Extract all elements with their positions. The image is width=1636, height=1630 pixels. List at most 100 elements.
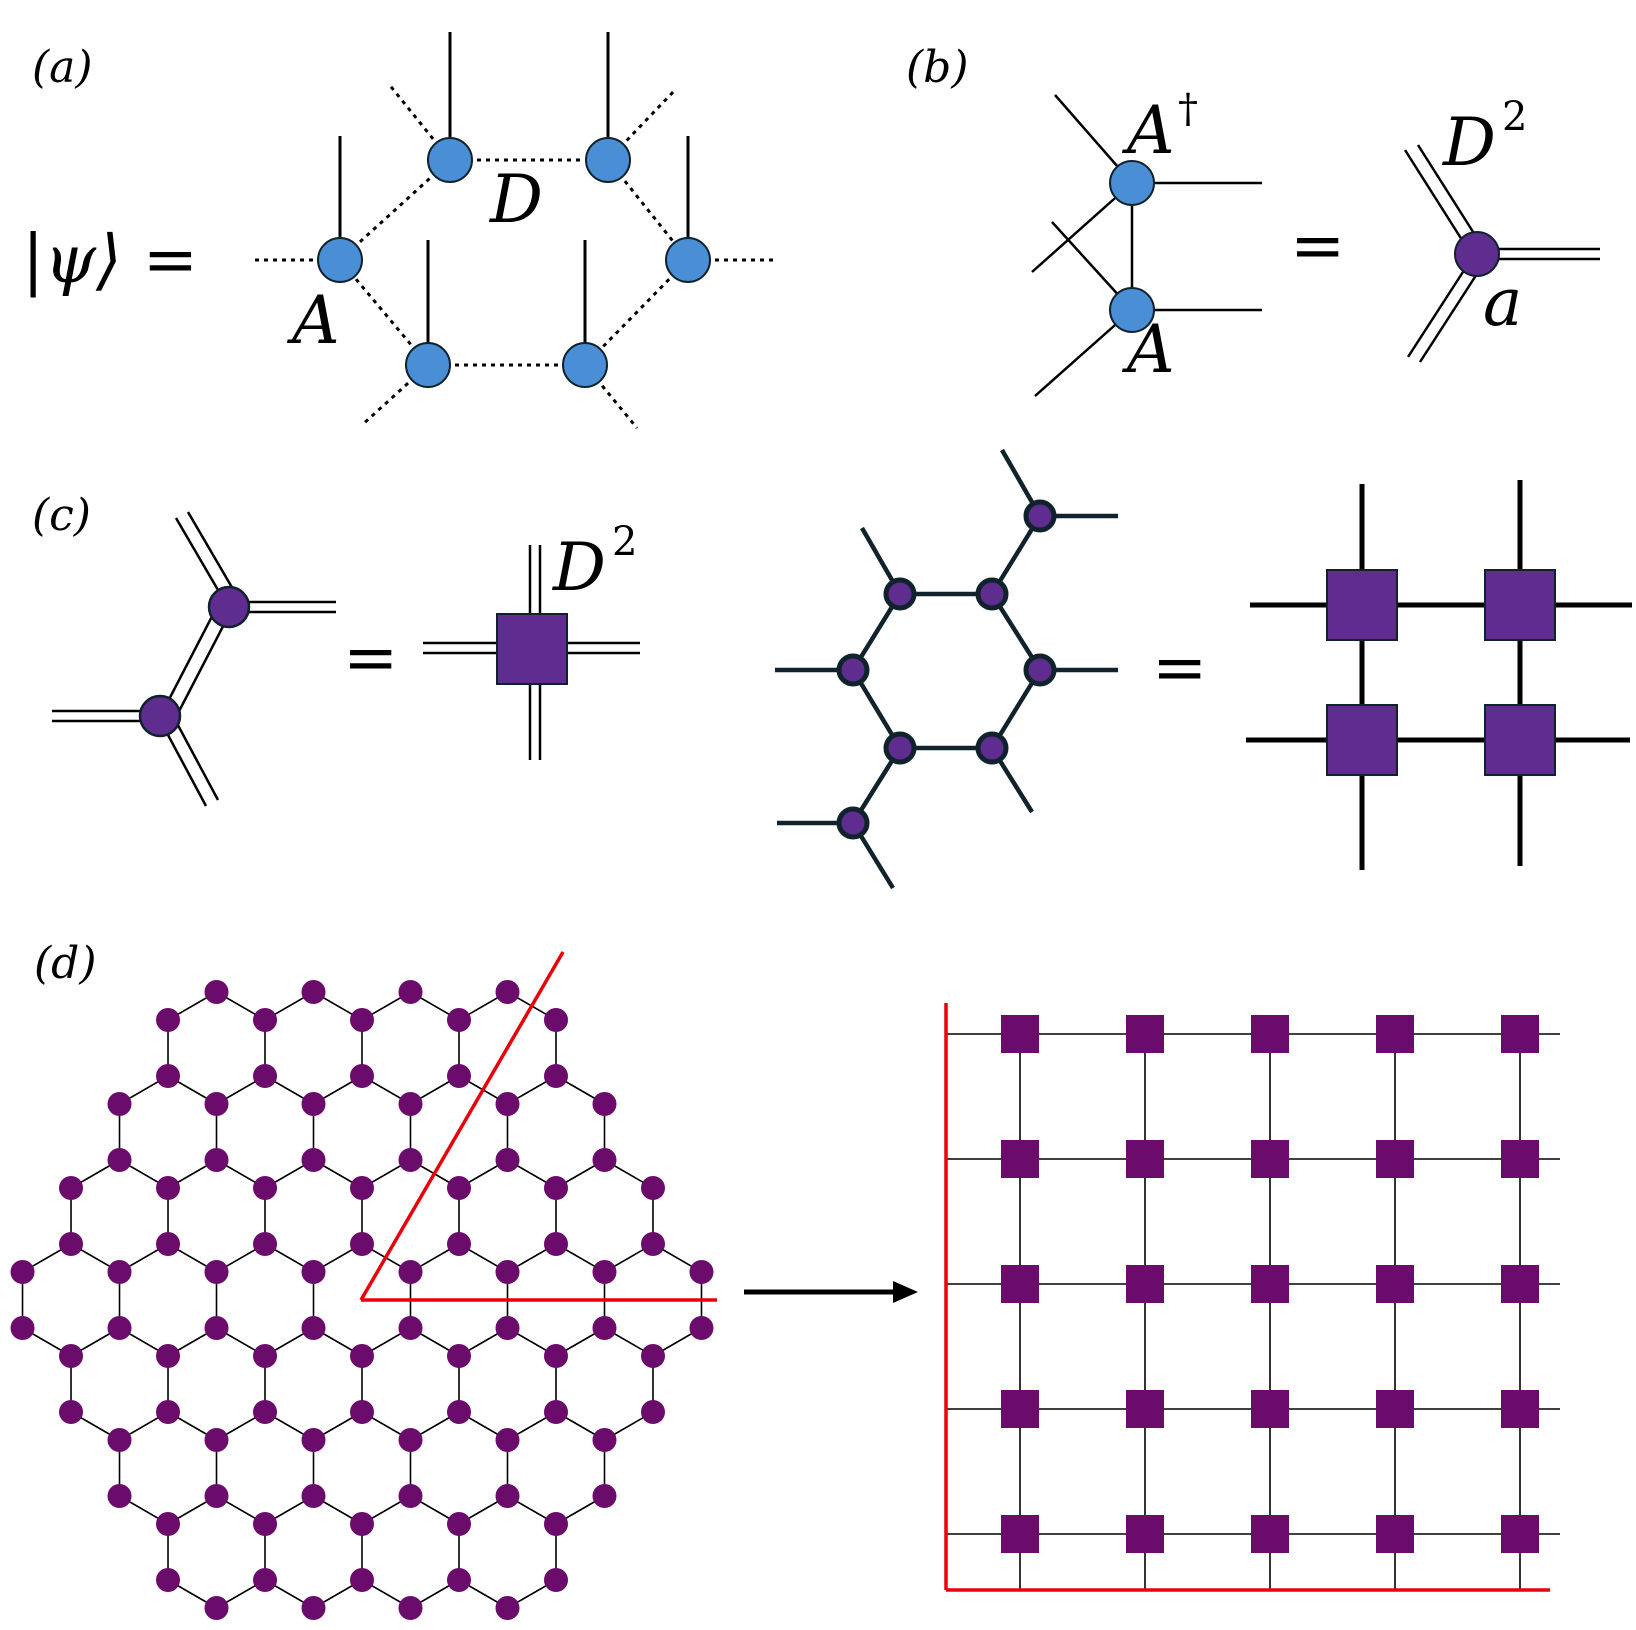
panel-d: (d) — [10, 938, 1560, 1620]
equals-sign-c2: = — [1152, 629, 1207, 706]
lattice-site — [543, 1176, 568, 1200]
grid-square-tensor — [1126, 1015, 1164, 1053]
lattice-site — [689, 1316, 714, 1340]
lattice-site — [592, 1092, 617, 1116]
lattice-site — [253, 1008, 278, 1032]
lattice-site — [543, 1400, 568, 1424]
lattice-site — [301, 980, 326, 1004]
lattice-site — [398, 1092, 423, 1116]
lattice-site — [592, 1428, 617, 1452]
lattice-site — [495, 1484, 520, 1508]
square-tensor — [1326, 704, 1398, 776]
equals-sign-c1: = — [343, 619, 398, 696]
tensor-A-dagger-node — [1109, 160, 1155, 206]
lattice-site — [59, 1232, 84, 1256]
lattice-site — [301, 1428, 326, 1452]
lattice-site — [107, 1484, 132, 1508]
panel-c-label: (c) — [32, 490, 91, 541]
lattice-site — [495, 1260, 520, 1284]
lattice-site — [446, 1232, 471, 1256]
lattice-site — [592, 1316, 617, 1340]
lattice-site — [350, 1232, 374, 1256]
bond-D-label: D — [489, 161, 543, 238]
lattice-site — [446, 1344, 471, 1368]
lattice-site — [543, 1512, 568, 1536]
lattice-site — [59, 1176, 84, 1200]
tensor-A-label: A — [286, 282, 340, 359]
lattice-site — [107, 1092, 132, 1116]
square-grid-lines — [946, 1033, 1560, 1590]
grid-square-tensor — [1376, 1390, 1414, 1428]
tensor-a-node — [138, 694, 182, 738]
panel-a-label: (a) — [32, 42, 93, 93]
grid-square-tensor — [1251, 1390, 1289, 1428]
lattice-site — [156, 1400, 181, 1424]
lattice-site — [253, 1064, 278, 1088]
lattice-site — [592, 1484, 617, 1508]
lattice-site — [10, 1316, 35, 1340]
lattice-site — [495, 1596, 520, 1620]
grid-square-tensor — [1376, 1265, 1414, 1303]
tensor-a-node — [1454, 231, 1500, 277]
lattice-site — [398, 1484, 423, 1508]
lattice-site — [398, 1260, 423, 1284]
tensor-A-b-label: A — [1121, 311, 1175, 388]
lattice-site — [446, 1400, 471, 1424]
double-layer-hexagon-bonds — [775, 448, 1118, 890]
lattice-site — [350, 1176, 374, 1200]
tensor-node — [836, 806, 870, 840]
tensor-node — [883, 731, 917, 765]
lattice-site — [495, 980, 520, 1004]
lattice-site — [446, 1064, 471, 1088]
grid-square-tensor — [1501, 1265, 1539, 1303]
lattice-site — [543, 1568, 568, 1592]
square-lattice-bonds — [1246, 480, 1632, 870]
grid-square-tensor — [1376, 1140, 1414, 1178]
lattice-site — [446, 1512, 471, 1536]
tensor-node — [665, 237, 711, 283]
lattice-site — [640, 1232, 665, 1256]
two-site-merge — [52, 511, 336, 807]
grid-square-tensor — [1126, 1265, 1164, 1303]
lattice-site — [350, 1064, 374, 1088]
tensor-a-label: a — [1483, 264, 1522, 341]
lattice-site — [350, 1400, 374, 1424]
lattice-site — [446, 1176, 471, 1200]
tensor-node — [405, 342, 451, 388]
honeycomb-lattice-nodes — [10, 980, 714, 1620]
lattice-site — [640, 1176, 665, 1200]
lattice-site — [495, 1316, 520, 1340]
lattice-site — [156, 1512, 181, 1536]
lattice-site — [592, 1148, 617, 1172]
grid-boundary-lines — [944, 1003, 1550, 1592]
panel-b: (b) A † A = D 2 a — [906, 42, 1600, 397]
grid-square-tensor — [1001, 1515, 1039, 1553]
lattice-site — [204, 1316, 229, 1340]
tensor-node — [427, 137, 473, 183]
grid-square-tensor — [1251, 1015, 1289, 1053]
lattice-site — [107, 1260, 132, 1284]
tensor-node — [585, 137, 631, 183]
lattice-site — [301, 1148, 326, 1172]
tensor-node — [1023, 499, 1057, 533]
lattice-site — [301, 1596, 326, 1620]
tensor-node — [883, 577, 917, 611]
lattice-site — [253, 1400, 278, 1424]
lattice-site — [398, 1428, 423, 1452]
tensor-A-node — [1109, 287, 1155, 333]
tensor-node — [836, 653, 870, 687]
lattice-site — [301, 1484, 326, 1508]
lattice-site — [253, 1176, 278, 1200]
grid-square-tensor — [1376, 1515, 1414, 1553]
square-exponent-c: 2 — [612, 519, 637, 565]
grid-square-tensor — [1001, 1265, 1039, 1303]
lattice-site — [156, 1176, 181, 1200]
lattice-site — [350, 1512, 374, 1536]
square-grid-nodes — [1001, 1015, 1539, 1553]
square-tensor — [1484, 704, 1556, 776]
lattice-site — [640, 1344, 665, 1368]
square-tensor — [1484, 569, 1556, 641]
tensor-node — [562, 342, 608, 388]
lattice-site — [156, 1008, 181, 1032]
